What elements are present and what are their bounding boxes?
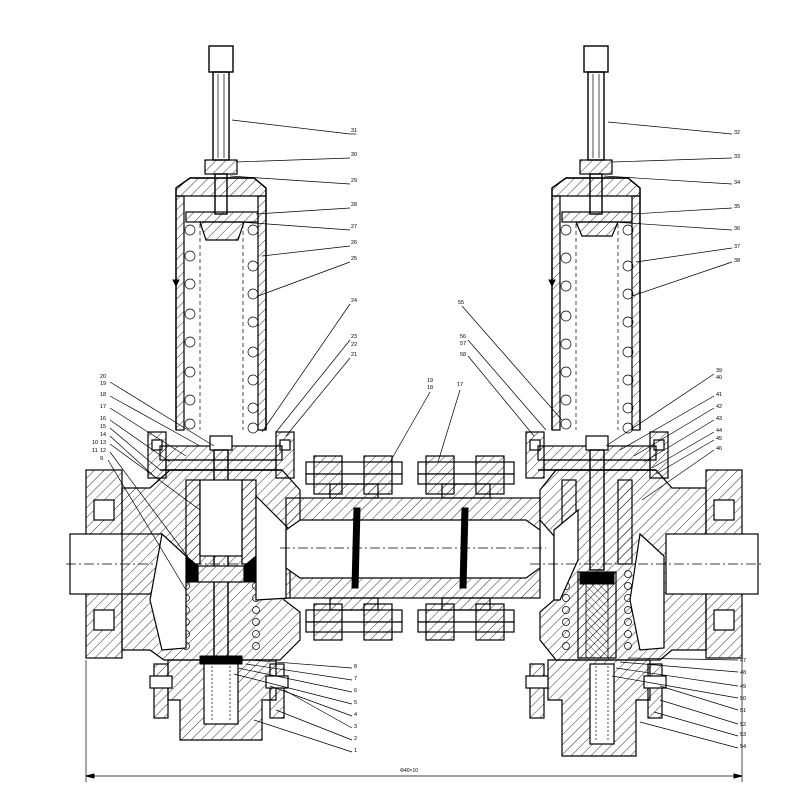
callouts-right-lower: 47 48 49 50 51 52 53 54 bbox=[611, 657, 746, 750]
callout-12: 12 bbox=[100, 448, 106, 454]
callout-center-18: 18 bbox=[427, 385, 433, 391]
left-upper-spring-seat bbox=[185, 211, 259, 223]
callout-6: 6 bbox=[354, 688, 357, 694]
callouts-right-upper: 32 33 34 35 36 37 38 bbox=[603, 121, 740, 297]
callout-50: 50 bbox=[740, 696, 746, 702]
callout-7: 7 bbox=[354, 676, 357, 682]
callout-10: 10 bbox=[92, 440, 98, 446]
callout-53: 53 bbox=[740, 732, 746, 738]
right-adjust-screw-head bbox=[583, 45, 609, 73]
callout-38: 38 bbox=[734, 258, 740, 264]
callout-24: 24 bbox=[351, 298, 357, 304]
callout-44: 44 bbox=[716, 428, 722, 434]
callouts-center: 19 18 17 bbox=[389, 378, 463, 463]
callout-19: 19 bbox=[100, 381, 106, 387]
callout-57: 57 bbox=[460, 341, 466, 347]
callout-42: 42 bbox=[716, 404, 722, 410]
callout-55: 55 bbox=[458, 300, 464, 306]
overall-dimension: Φ40×10 bbox=[85, 660, 743, 782]
overall-dimension-text: Φ40×10 bbox=[400, 768, 418, 774]
callout-33: 33 bbox=[734, 154, 740, 160]
left-valve bbox=[147, 45, 295, 741]
callouts-right-middle: 39 40 41 42 43 44 45 46 bbox=[605, 368, 722, 501]
callout-18: 18 bbox=[100, 392, 106, 398]
callout-43: 43 bbox=[716, 416, 722, 422]
callout-46: 46 bbox=[716, 446, 722, 452]
callout-2: 2 bbox=[354, 736, 357, 742]
callout-23: 23 bbox=[351, 334, 357, 340]
callout-14: 14 bbox=[100, 432, 106, 438]
upper-bolt-set-right bbox=[417, 455, 515, 499]
callout-37: 37 bbox=[734, 244, 740, 250]
spring-direction-marks bbox=[172, 256, 556, 288]
callout-32: 32 bbox=[734, 130, 740, 136]
callout-9: 9 bbox=[100, 456, 103, 462]
callout-48: 48 bbox=[740, 670, 746, 676]
right-spring bbox=[560, 224, 634, 434]
callout-21: 21 bbox=[351, 352, 357, 358]
callout-58: 58 bbox=[460, 352, 466, 358]
callouts-left-side: 20 19 18 17 16 15 14 13 12 11 10 9 bbox=[92, 374, 215, 591]
callout-1: 1 bbox=[354, 748, 357, 754]
callout-26: 26 bbox=[351, 240, 357, 246]
callout-center-17: 17 bbox=[457, 382, 463, 388]
callout-34: 34 bbox=[734, 180, 740, 186]
callout-center-19: 19 bbox=[427, 378, 433, 384]
left-lock-nut bbox=[204, 159, 238, 175]
valve-body bbox=[66, 455, 764, 661]
callout-3: 3 bbox=[354, 724, 357, 730]
callout-4: 4 bbox=[354, 712, 357, 718]
callouts-right-inner: 55 56 57 58 bbox=[458, 300, 563, 437]
orifice-ring-right bbox=[459, 507, 469, 589]
upper-bolt-set-left bbox=[305, 455, 403, 499]
callout-51: 51 bbox=[740, 708, 746, 714]
callout-41: 41 bbox=[716, 392, 722, 398]
callout-25: 25 bbox=[351, 256, 357, 262]
right-upper-spring-seat bbox=[561, 211, 633, 223]
callout-30: 30 bbox=[351, 152, 357, 158]
callout-31: 31 bbox=[351, 128, 357, 134]
callouts-left-bottom: 8 7 6 5 4 3 2 1 bbox=[233, 659, 357, 754]
callout-36: 36 bbox=[734, 226, 740, 232]
callout-29: 29 bbox=[351, 178, 357, 184]
orifice-ring-left bbox=[351, 507, 361, 589]
callout-56: 56 bbox=[460, 334, 466, 340]
lower-bolt-set-right bbox=[417, 597, 515, 641]
callout-54: 54 bbox=[740, 744, 746, 750]
callout-11: 11 bbox=[92, 448, 98, 454]
callout-16: 16 bbox=[100, 416, 106, 422]
callout-5: 5 bbox=[354, 700, 357, 706]
left-adjust-screw bbox=[212, 71, 230, 161]
callout-8: 8 bbox=[354, 664, 357, 670]
callout-47: 47 bbox=[740, 658, 746, 664]
callouts-left-upper: 31 30 29 28 27 26 25 24 23 22 21 bbox=[229, 119, 357, 437]
callout-35: 35 bbox=[734, 204, 740, 210]
callout-45: 45 bbox=[716, 436, 722, 442]
callout-20: 20 bbox=[100, 374, 106, 380]
callout-39: 39 bbox=[716, 368, 722, 374]
lower-bolt-set-left bbox=[305, 597, 403, 641]
left-spring bbox=[184, 224, 259, 434]
left-adjust-screw-head bbox=[208, 45, 234, 73]
callout-52: 52 bbox=[740, 722, 746, 728]
callout-22: 22 bbox=[351, 342, 357, 348]
callout-17: 17 bbox=[100, 404, 106, 410]
callout-27: 27 bbox=[351, 224, 357, 230]
callout-13: 13 bbox=[100, 440, 106, 446]
right-lock-nut bbox=[579, 159, 613, 175]
callout-49: 49 bbox=[740, 684, 746, 690]
right-adjust-screw bbox=[587, 71, 605, 161]
callout-28: 28 bbox=[351, 202, 357, 208]
callout-40: 40 bbox=[716, 375, 722, 381]
callout-15: 15 bbox=[100, 424, 106, 430]
